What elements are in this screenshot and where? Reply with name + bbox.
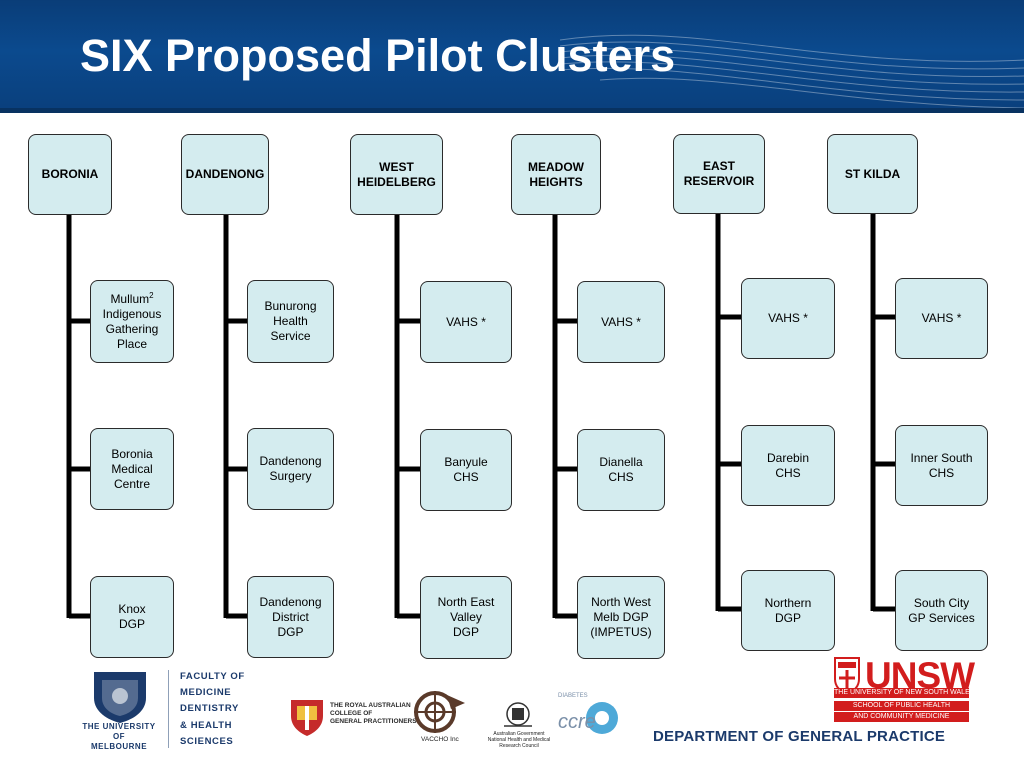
member-northern-dgp: Northern DGP: [741, 570, 835, 651]
australian-government-crest-icon: [504, 702, 532, 727]
mullum-superscript: 2: [149, 290, 154, 300]
header-wave-decoration: [0, 34, 1024, 113]
member-north-east-valley-dgp: North East Valley DGP: [420, 576, 512, 659]
mullum-label-line1: Mullum: [110, 291, 150, 306]
racgp-crest-icon: [291, 700, 323, 736]
unsw-school-line: SCHOOL OF PUBLIC HEALTH: [834, 701, 969, 711]
member-vahs: VAHS *: [420, 281, 512, 363]
footer-divider: [168, 670, 169, 748]
racgp-name: THE ROYAL AUSTRALIAN COLLEGE OF GENERAL …: [330, 702, 417, 725]
member-inner-south-chs: Inner South CHS: [895, 425, 988, 506]
unsw-university-line: THE UNIVERSITY OF NEW SOUTH WALES: [834, 688, 969, 698]
vaccho-name: VACCHO Inc: [421, 736, 459, 743]
nhmrc-name: Australian Government National Health an…: [487, 731, 551, 749]
ccre-logo-icon: ccre: [558, 702, 618, 734]
unsw-community-medicine-line: AND COMMUNITY MEDICINE: [834, 712, 969, 722]
cluster-meadow-heights: MEADOW HEIGHTS: [511, 134, 601, 215]
vaccho-logo-icon: [414, 691, 465, 733]
ccre-diabetes-label: DIABETES: [558, 693, 588, 699]
header-banner: SIX Proposed Pilot Clusters: [0, 0, 1024, 113]
unsw-crest-icon: [834, 657, 860, 695]
member-south-city-gp-services: South City GP Services: [895, 570, 988, 651]
member-dianella-chs: Dianella CHS: [577, 429, 665, 511]
cluster-east-reservoir: EAST RESERVOIR: [673, 134, 765, 214]
cluster-dandenong: DANDENONG: [181, 134, 269, 215]
unimelb-crest-icon: [94, 672, 146, 723]
member-banyule-chs: Banyule CHS: [420, 429, 512, 511]
cluster-west-heidelberg: WEST HEIDELBERG: [350, 134, 443, 215]
department-name: DEPARTMENT OF GENERAL PRACTICE: [653, 728, 946, 745]
member-darebin-chs: Darebin CHS: [741, 425, 835, 506]
cluster-st-kilda: ST KILDA: [827, 134, 918, 214]
member-knox-dgp: Knox DGP: [90, 576, 174, 658]
faculty-name: FACULTY OF MEDICINE DENTISTRY & HEALTH S…: [180, 671, 245, 747]
member-north-west-melb-dgp: North West Melb DGP (IMPETUS): [577, 576, 665, 659]
member-dandenong-surgery: Dandenong Surgery: [247, 428, 334, 510]
cluster-boronia: BORONIA: [28, 134, 112, 215]
unimelb-name: THE UNIVERSITY OF MELBOURNE: [82, 722, 156, 751]
member-dandenong-district-dgp: Dandenong District DGP: [247, 576, 334, 658]
member-bunurong-health-service: Bunurong Health Service: [247, 280, 334, 363]
mullum-label-rest: Indigenous Gathering Place: [102, 306, 162, 351]
member-vahs: VAHS *: [895, 278, 988, 359]
member-vahs: VAHS *: [741, 278, 835, 359]
page-title: SIX Proposed Pilot Clusters: [80, 30, 676, 81]
member-vahs: VAHS *: [577, 281, 665, 363]
member-boronia-medical-centre: Boronia Medical Centre: [90, 428, 174, 510]
ccre-wordmark: ccre: [558, 711, 596, 733]
